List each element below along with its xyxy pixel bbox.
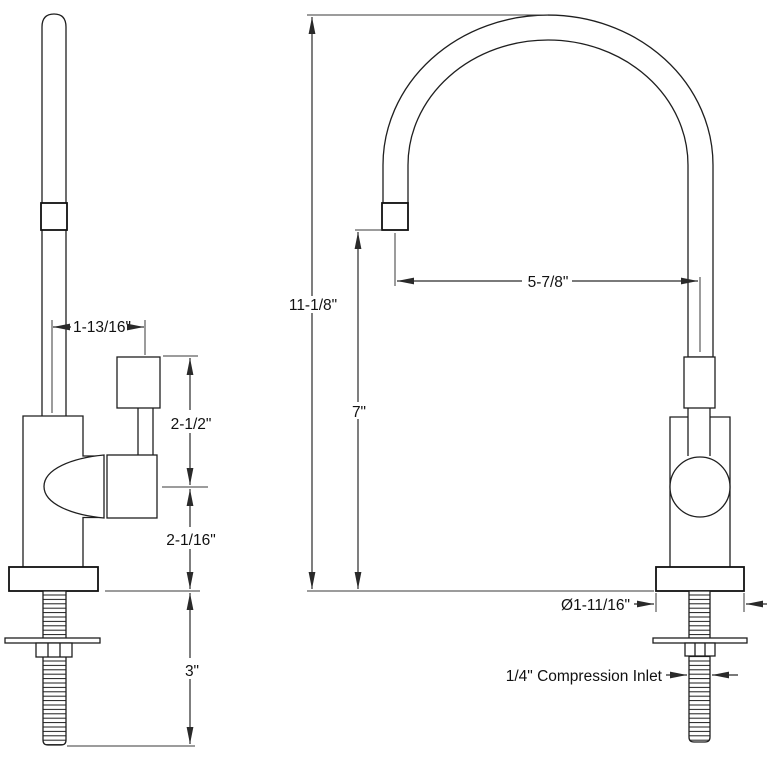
outlet-block-side (106, 454, 158, 519)
threaded-shank-front (688, 590, 711, 743)
dimension-annotations: 1-13/16" 2-1/2" 2-1/16" 3" (51, 14, 767, 747)
elbow-dome (43, 454, 105, 519)
mounting-nut-side (35, 642, 73, 658)
aerator-tip (381, 202, 409, 231)
dim-handle-spacing: 1-13/16" (51, 319, 146, 413)
handle-collar-band (40, 202, 68, 231)
dim-spout-clearance: 7" (352, 229, 382, 589)
dim-body-height: 2-1/16" (105, 489, 216, 592)
spout-collar (683, 356, 716, 409)
dim-body-height-label: 2-1/16" (166, 532, 215, 549)
note-compression-inlet: 1/4" Compression Inlet (506, 668, 738, 685)
faucet-side-elevation (4, 13, 161, 746)
dim-shank-length-label: 3" (185, 663, 199, 680)
dim-base-diameter: Ø1-11/16" (561, 593, 767, 614)
dim-spout-clearance-label: 7" (352, 404, 366, 421)
dim-shank-length: 3" (67, 593, 199, 747)
mounting-washer-side (4, 637, 101, 644)
dim-base-diameter-label: Ø1-11/16" (561, 597, 630, 614)
valve-body-front (669, 416, 731, 567)
base-flange-side (8, 566, 99, 592)
dim-overall-height: 11-1/8" (289, 14, 654, 592)
dim-spout-reach: 5-7/8" (394, 233, 701, 352)
note-compression-inlet-label: 1/4" Compression Inlet (506, 668, 663, 685)
gooseneck-spout (382, 14, 714, 358)
dim-overall-height-label: 11-1/8" (289, 297, 337, 314)
dim-spout-reach-label: 5-7/8" (528, 274, 569, 291)
faucet-front-elevation (381, 14, 748, 743)
spout-outlet-stub (116, 356, 161, 409)
mounting-nut-front (684, 642, 716, 657)
dim-handle-spacing-label: 1-13/16" (73, 319, 131, 336)
dim-outlet-drop: 2-1/2" (162, 355, 212, 488)
valve-dome-front (669, 456, 731, 518)
dim-outlet-drop-label: 2-1/2" (171, 416, 212, 433)
threaded-shank-side (42, 590, 67, 746)
base-flange-front (655, 566, 745, 592)
mounting-washer-front (652, 637, 748, 644)
